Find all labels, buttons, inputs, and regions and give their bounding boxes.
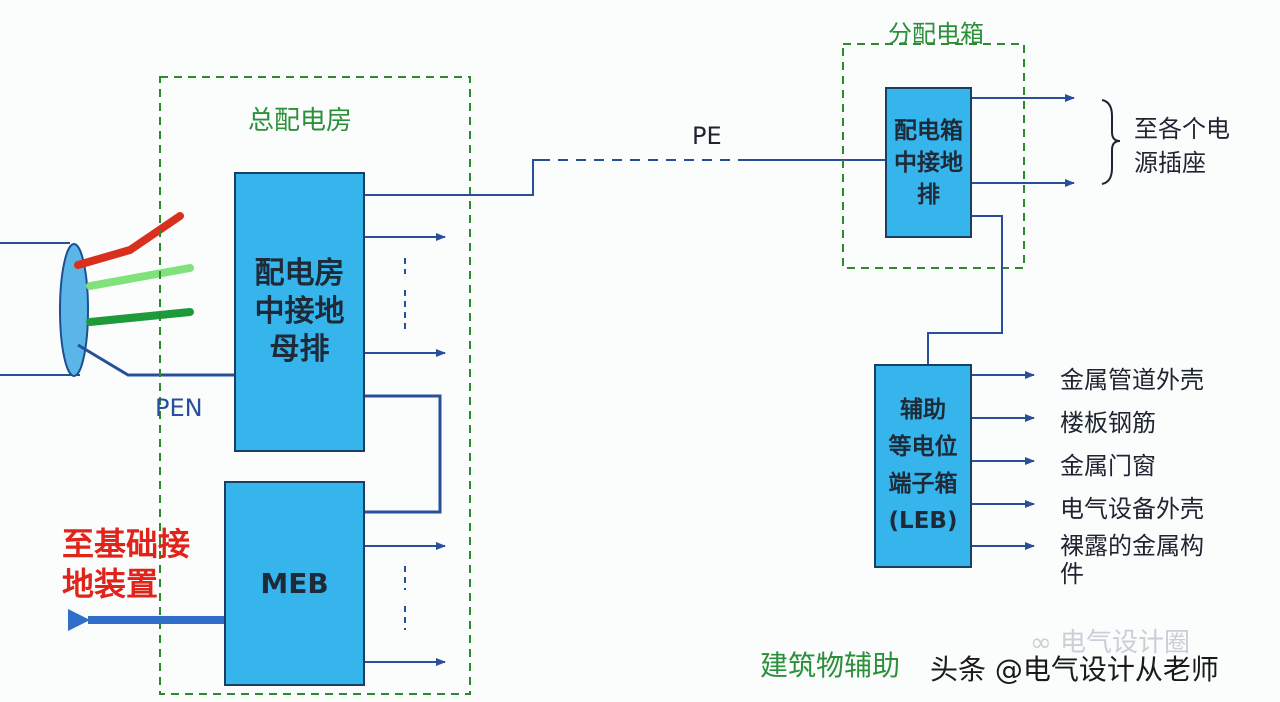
caption: 建筑物辅助	[760, 649, 901, 682]
watermark-brand-text: 电气设计圈	[1059, 628, 1190, 658]
main-room-frame	[159, 76, 471, 695]
foundation-label: 至基础接 地装置	[62, 525, 191, 603]
sub-box-frame	[842, 43, 1025, 269]
leb-item: 电气设备外壳	[1060, 495, 1204, 523]
sub-ground-bar: 配电箱 中接地 排	[885, 87, 972, 238]
wechat-icon: ∞	[1030, 628, 1060, 658]
meb-box: MEB	[224, 481, 365, 686]
pe-label: PE	[692, 122, 722, 150]
meb-outputs	[365, 542, 446, 666]
leb-outputs	[972, 371, 1035, 550]
sources-label: 至各个电 源插座	[1134, 115, 1230, 177]
pen-label: PEN	[155, 394, 203, 422]
leb-item: 金属门窗	[1060, 452, 1156, 480]
bar-meb-link	[365, 394, 442, 514]
outputs-brace	[1101, 99, 1121, 185]
main-room-title: 总配电房	[248, 106, 353, 136]
ground-bar-outputs	[365, 233, 446, 357]
watermark-author: 头条 @电气设计从老师	[930, 653, 1219, 686]
incoming-cable	[0, 212, 236, 377]
sub-box-outputs	[972, 94, 1075, 187]
pe-line	[365, 159, 885, 196]
leb-box: 辅助 等电位 端子箱 (LEB)	[874, 364, 972, 568]
leb-item: 裸露的金属构 件	[1060, 532, 1204, 588]
leb-item: 楼板钢筋	[1060, 409, 1156, 437]
leb-item: 金属管道外壳	[1060, 366, 1204, 394]
sub-box-leb-link	[927, 215, 1003, 364]
main-ground-bar: 配电房 中接地 母排	[234, 172, 365, 452]
sub-box-title: 分配电箱	[888, 20, 984, 48]
watermark-brand: ∞ 电气设计圈	[1030, 622, 1190, 659]
